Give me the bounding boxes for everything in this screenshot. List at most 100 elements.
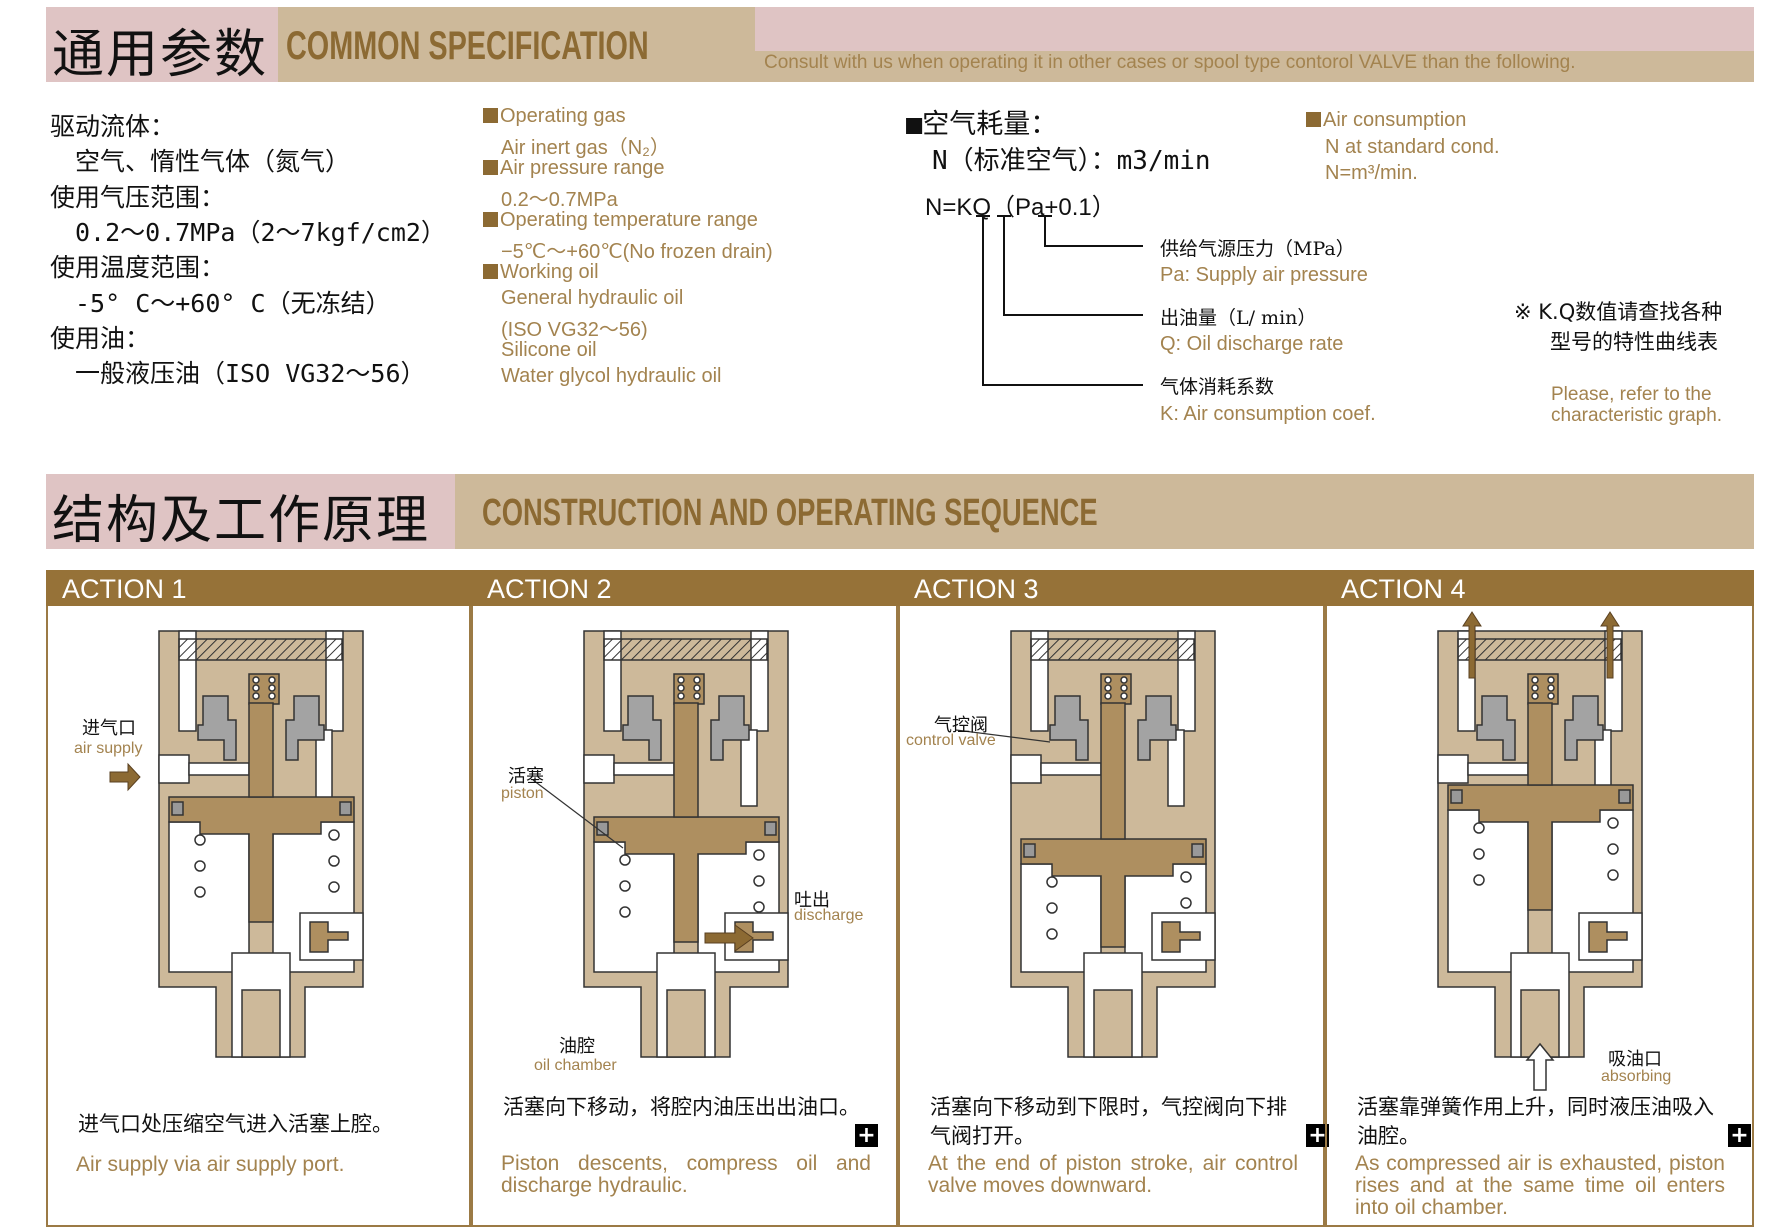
expand-button[interactable]: + [1306,1124,1329,1147]
spring-coil [1104,684,1112,692]
bullet-square-icon [483,212,498,227]
spring-coil [1531,692,1539,700]
cover-plate [603,638,768,661]
piston-leader-line [532,779,624,849]
bullet-square-icon [483,160,498,175]
spring-coil [1104,676,1112,684]
spec-cn-line: 0.2～0.7MPa（2～7kgf/cm2） [50,217,446,247]
spec-cn-line: 使用油： [50,323,151,353]
spring-coil [693,676,701,684]
piston [1447,784,1634,911]
spec-en-text: General hydraulic oil [501,287,684,309]
control-valve-right [1137,695,1177,761]
spring-coil [268,684,276,692]
spec-header-pink-right [755,7,1754,51]
air-en-heading: Air consumption [1306,109,1466,132]
diagram-label-en: discharge [794,907,864,924]
piston-seal-right [764,821,777,836]
air-en-heading-text: Air consumption [1323,109,1467,131]
valve-body-group [583,630,789,1058]
air-supply-arrow-icon [109,762,141,792]
return-spring-coil [328,829,340,841]
air-formula: N=KQ（Pa+0.1） [925,194,1116,221]
return-spring-coil [1180,871,1192,883]
return-spring-coil [1046,902,1058,914]
action-desc-en: Piston descents, compress oil and discha… [501,1152,871,1197]
absorb-arrow-icon [1525,1042,1555,1091]
piston-rod [673,702,699,818]
return-spring-coil [753,875,765,887]
diagram-label-cn: 吸油口 [1608,1049,1662,1070]
diagram-label-cn: 进气口 [82,718,136,739]
valve-diagram [109,630,364,1058]
expand-button[interactable]: + [1728,1124,1751,1147]
diagram-label-cn: 油腔 [559,1036,595,1057]
return-spring-coil [619,906,631,918]
return-spring-coil [1473,848,1485,860]
spring-coil [1547,684,1555,692]
spring-coil [1104,692,1112,700]
air-inlet-port [158,754,190,784]
spec-cn-line: -5° C～+60° C（无冻结） [50,288,391,318]
piston-rod [248,702,274,798]
check-valve [309,921,349,953]
spring-coil [1547,676,1555,684]
return-spring-coil [1607,817,1619,829]
construction-title-en: CONSTRUCTION AND OPERATING SEQUENCE [482,492,1098,534]
spec-en-text: 0.2～0.7MPa [501,189,618,211]
check-valve-seat [666,989,706,1058]
action-desc-cn: 活塞靠弹簧作用上升，同时液压油吸入油腔。 [1357,1095,1714,1148]
spec-en-text: Working oil [500,261,599,283]
expand-button[interactable]: + [855,1124,878,1147]
spec-en-text: (ISO VG32～56) [501,319,648,341]
spec-en-text: Operating temperature range [500,209,758,231]
spring-coil [1120,692,1128,700]
check-valve [1161,921,1201,953]
valve-diagram [532,630,789,1058]
action-desc-cn: 活塞向下移动，将腔内油压出出油口。 [503,1095,860,1119]
air-en-line2: N=m³/min. [1325,162,1418,184]
control-valve-right [1564,695,1604,761]
spec-cn-line: 使用气压范围： [50,182,226,212]
spec-en-line: Air inert gas（N₂） [501,131,670,160]
return-spring-coil [1046,928,1058,940]
diagram-label-cn: 活塞 [508,766,544,787]
air-inlet-passage [1040,762,1102,776]
air-heading-cn: ■空气耗量： [906,109,1058,140]
spec-en-text: Water glycol hydraulic oil [501,365,722,387]
diagram-label-en: oil chamber [534,1057,617,1074]
discharge-arrow-icon [704,924,754,952]
return-spring-coil [328,881,340,893]
exhaust-channel [315,729,333,807]
cover-plate [1457,638,1622,661]
valve-body-group [1010,630,1216,1058]
check-valve [1588,921,1628,953]
return-spring-coil [194,834,206,846]
kq-note-cn1: ※ K.Q数值请查找各种 [1514,300,1723,324]
control-valve-left [197,695,237,761]
check-valve-seat [1093,989,1133,1058]
spring-coil [1531,684,1539,692]
action-title: ACTION 1 [46,570,471,606]
spring-coil [1531,676,1539,684]
control-valve-left [1476,695,1516,761]
diagram-label-en: control valve [906,732,996,749]
control-valve-right [710,695,750,761]
action-title: ACTION 4 [1325,570,1754,606]
spring-coil [677,676,685,684]
spring-coil [268,676,276,684]
spec-cn-line: 使用温度范围： [50,253,226,283]
piston-seal-left [1450,789,1463,804]
control-valve-left [1049,695,1089,761]
kq-note-en1: Please, refer to the [1551,384,1712,405]
q-label-cn: 出油量（L/ min） [1160,307,1317,329]
piston-seal-right [1191,843,1204,858]
q-label-en: Q: Oil discharge rate [1160,333,1344,355]
cover-plate [178,638,343,661]
control-valve-left [622,695,662,761]
spring-coil [1120,676,1128,684]
air-inlet-port [583,754,615,784]
